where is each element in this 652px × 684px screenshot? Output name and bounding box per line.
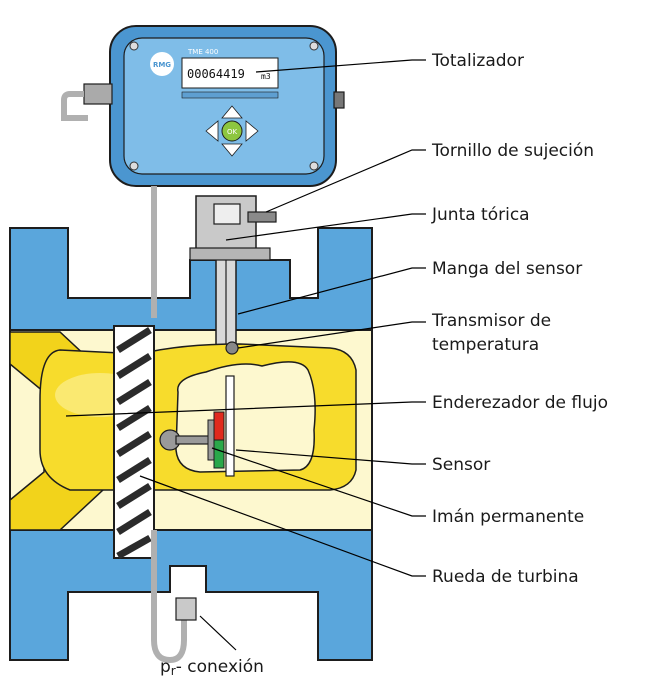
label-sensor: Sensor (432, 455, 490, 475)
permanent-magnet (159, 411, 225, 469)
label-transmisor-line2: temperatura (432, 335, 539, 355)
cutaway-window (175, 361, 316, 473)
label-pr-conexion: pr- conexión (160, 657, 264, 678)
label-group: Totalizador Tornillo de sujeción Junta t… (160, 51, 608, 678)
label-rueda: Rueda de turbina (432, 567, 579, 587)
label-enderezador: Enderezador de flujo (432, 393, 608, 413)
label-iman: Imán permanente (432, 507, 584, 527)
ok-button-label: OK (227, 128, 238, 136)
temperature-transmitter (225, 341, 239, 355)
label-manga: Manga del sensor (432, 259, 582, 279)
arrow-down-button[interactable] (221, 143, 243, 157)
arrow-left-button[interactable] (205, 120, 219, 142)
leader-lines (65, 59, 426, 651)
display-value: 00064419 (187, 67, 245, 81)
brand-logo: RMG (153, 61, 171, 69)
arrow-up-button[interactable] (221, 105, 243, 119)
ok-button[interactable] (221, 120, 243, 142)
label-junta: Junta tórica (431, 205, 530, 225)
neck-assembly (189, 195, 277, 261)
label-totalizador: Totalizador (431, 51, 524, 71)
pr-connection-fitting (175, 597, 197, 621)
pressure-tube (151, 186, 187, 664)
display-unit: m3 (261, 72, 271, 81)
totalizer-display (181, 57, 279, 89)
totalizer-head: RMG TME 400 00064419 m3 OK (83, 25, 345, 187)
model-name: TME 400 (187, 48, 218, 56)
turbine-wheel (113, 325, 155, 560)
label-tornillo: Tornillo de sujeción (431, 141, 594, 161)
label-transmisor-line1: Transmisor de (431, 311, 551, 331)
arrow-right-button[interactable] (245, 120, 259, 142)
sensor-rod (225, 375, 235, 477)
